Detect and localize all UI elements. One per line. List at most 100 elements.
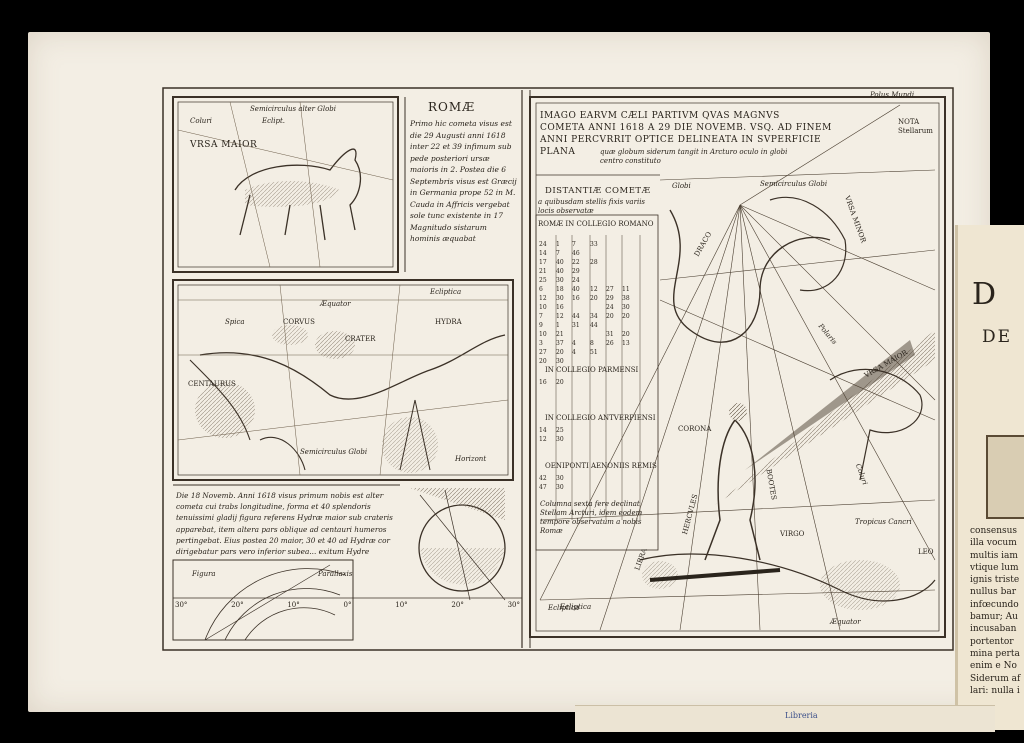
table-cell: 22: [572, 259, 580, 266]
table-cell: [606, 267, 622, 276]
hydra-label-spica: Spica: [225, 318, 245, 326]
hydra-label-hydra: HYDRA: [435, 318, 462, 326]
table-cell: 1: [556, 241, 560, 248]
table-cell: 30: [556, 358, 564, 365]
table-cell: 25: [539, 277, 547, 284]
table-cell: 44: [590, 322, 598, 329]
table-cell: [622, 474, 640, 483]
table-cell: [590, 276, 606, 285]
table-cell: [590, 378, 606, 387]
map-label-globi: Globi: [672, 182, 691, 190]
hydra-label-semicirculus: Semicirculus Globi: [300, 448, 368, 456]
ursa-maior-label: VRSA MAIOR: [190, 140, 258, 150]
table-cell: [556, 444, 572, 453]
table-cell: 30: [622, 304, 630, 311]
polus-mundi-label: Polus Mundi: [870, 91, 915, 99]
book-text-line: incusaban: [970, 624, 1017, 635]
table-cell: 13: [622, 340, 630, 347]
table-cell: [572, 378, 590, 387]
table-cell: 11: [622, 286, 630, 293]
table-cell: [590, 396, 606, 405]
table-cell: [590, 444, 606, 453]
table-cell: 24: [539, 241, 547, 248]
table-cell: 44: [572, 313, 580, 320]
book-text-line: multis iam: [970, 550, 1018, 561]
ursa-top-label-3: Semicirculus alter Globi: [250, 105, 337, 113]
table-cell: 10: [539, 331, 547, 338]
table-cell: 24: [572, 277, 580, 284]
scale-tick: 30°: [507, 601, 520, 609]
table-cell: 16: [572, 295, 580, 302]
table-cell: 47: [539, 484, 547, 491]
book-text-line: mina perta: [970, 648, 1020, 659]
table-cell: 20: [590, 295, 598, 302]
map-label-ecliptica: Ecliptica: [560, 603, 592, 611]
hydra-label-crater: CRATER: [345, 335, 376, 343]
table-cell: 14: [539, 427, 547, 434]
table-cell: [590, 387, 606, 396]
table-cell: 34: [590, 313, 598, 320]
table-cell: [606, 249, 622, 258]
figure-label: Figura: [192, 570, 216, 578]
table-cell: 20: [539, 358, 547, 365]
book-text-line: enim e No: [970, 661, 1017, 672]
table-cell: 3: [539, 340, 543, 347]
table-cell: [622, 240, 640, 249]
table-cell: [590, 267, 606, 276]
table-cell: [622, 483, 640, 492]
table-cell: 21: [539, 268, 547, 275]
book-text-line: Siderum af: [970, 673, 1021, 684]
book-big-letter-2: DE: [982, 327, 1013, 347]
library-stamp: Libreria: [785, 711, 818, 720]
imago-subtitle: quæ globum siderum tangit in Arcturo ocu…: [600, 148, 788, 165]
table-cell: [539, 396, 556, 405]
table-cell: [606, 348, 622, 357]
table-cell: [590, 474, 606, 483]
map-label-virgo: VIRGO: [780, 530, 805, 538]
book-text-line: portentor: [970, 636, 1014, 647]
table-cell: [606, 426, 622, 435]
table-subtitle: a quibusdam stellis fixis variis locis o…: [538, 198, 646, 215]
table-cell: 14: [539, 250, 547, 257]
table-cell: 9: [539, 322, 543, 329]
table-cell: 12: [590, 286, 598, 293]
table-cell: [572, 435, 590, 444]
table-cell: [622, 267, 640, 276]
table-cell: 20: [622, 313, 630, 320]
table-cell: [556, 387, 572, 396]
table-section-romae: ROMÆ IN COLLEGIO ROMANO: [538, 220, 654, 228]
table-cell: 28: [590, 259, 598, 266]
table-cell: 29: [572, 268, 580, 275]
table-cell: [539, 444, 556, 453]
table-cell: 7: [572, 241, 576, 248]
scale-tick: 20°: [231, 601, 244, 609]
table-cell: [622, 435, 640, 444]
table-title: DISTANTIÆ COMETÆ: [545, 186, 651, 196]
nota-stellarum: NOTA Stellarum: [898, 118, 933, 135]
table-section-antv: IN COLLEGIO ANTVERPIENSI: [545, 414, 656, 422]
table-cell: [572, 483, 590, 492]
map-label-aequator: Æquator: [830, 618, 861, 626]
table-cell: 42: [539, 475, 547, 482]
table-cell: 38: [622, 295, 630, 302]
map-label-semicirculus: Semicirculus Globi: [760, 180, 828, 188]
table-cell: 8: [590, 340, 594, 347]
table-cell: [572, 303, 590, 312]
table-cell: [622, 321, 640, 330]
table-cell: 20: [556, 379, 564, 386]
book-text-line: ignis triste: [970, 575, 1020, 586]
